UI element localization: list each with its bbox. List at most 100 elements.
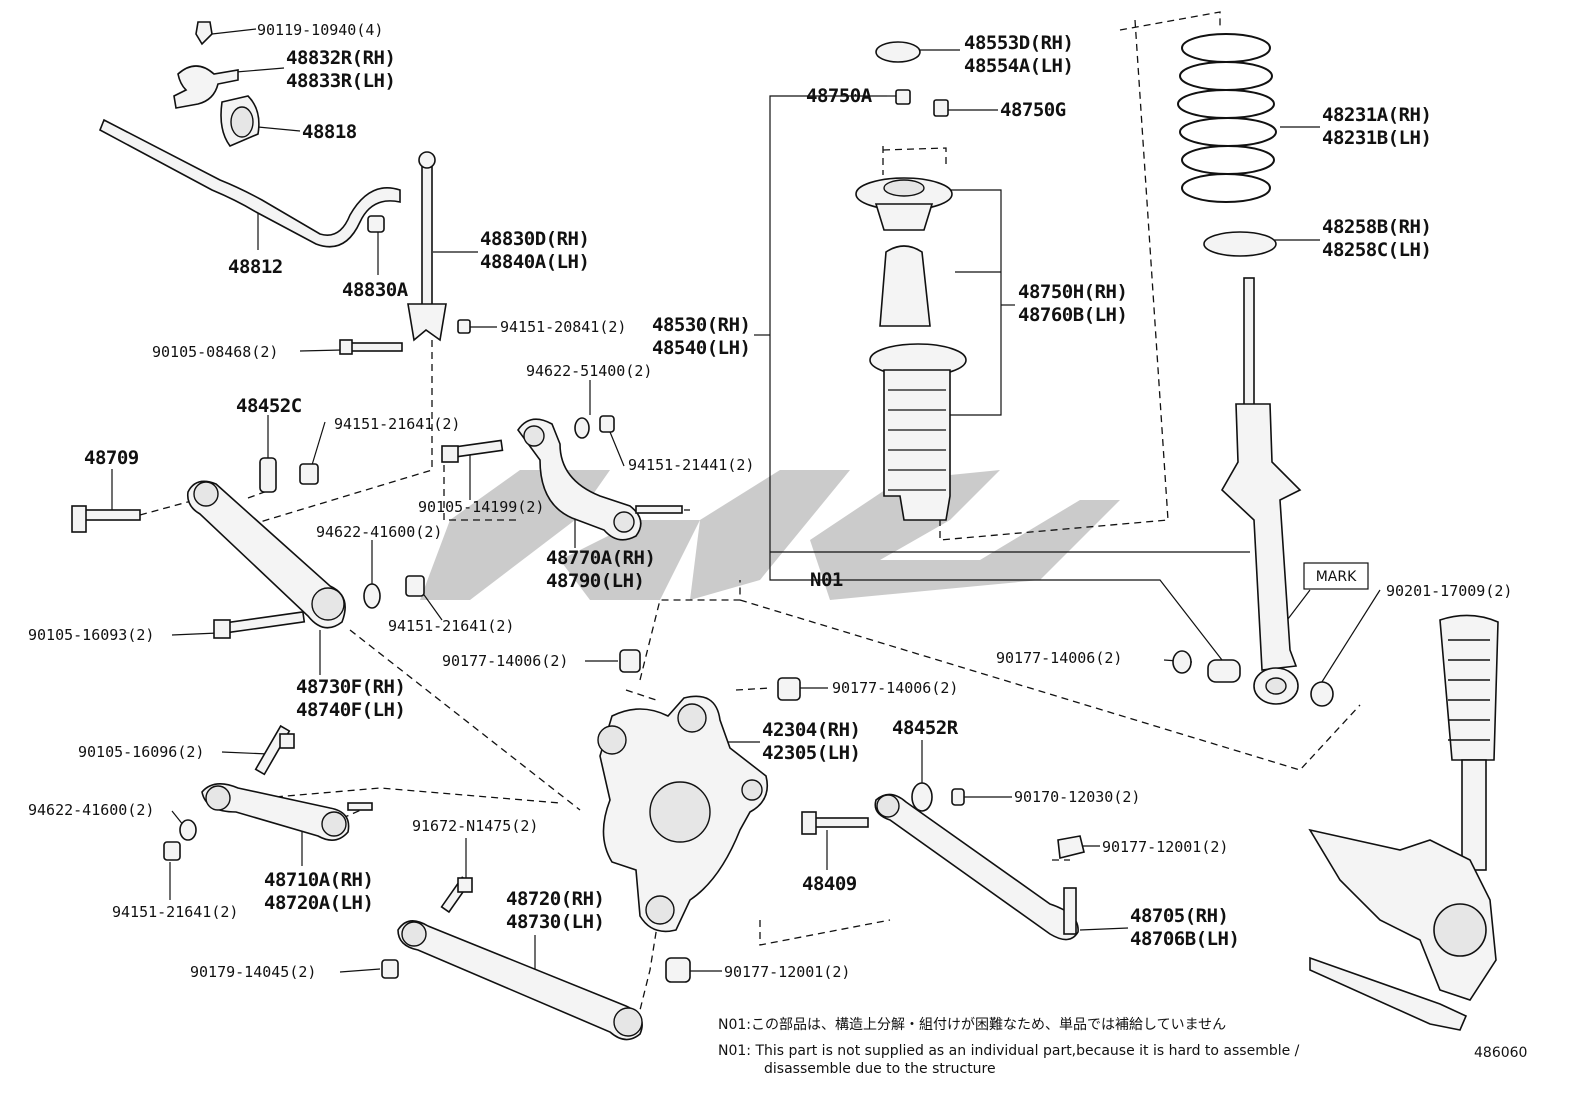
stabilizer-bracket <box>173 65 239 109</box>
label-48818: 48818 <box>302 121 357 143</box>
label-48830a: 48830A <box>342 279 409 301</box>
nut-94151-21641-c <box>163 841 181 861</box>
label-48730f: 48730F(RH) <box>296 676 405 698</box>
dust-boot <box>883 369 951 521</box>
label-90177-14006-a: 90177-14006(2) <box>442 652 568 670</box>
label-48760b: 48760B(LH) <box>1018 304 1127 326</box>
label-48258c: 48258C(LH) <box>1322 239 1431 261</box>
nut-90177-14006-a <box>619 649 641 673</box>
label-48452r: 48452R <box>892 717 959 739</box>
label-90177-14006-c: 90177-14006(2) <box>996 649 1122 667</box>
footnotes: N01:この部品は、構造上分解・組付けが困難なため、単品では補給していません N… <box>718 1017 1527 1077</box>
cam-plate-48452r <box>911 782 933 812</box>
label-90119: 90119-10940(4) <box>257 21 383 39</box>
label-48706b: 48706B(LH) <box>1130 928 1239 950</box>
label-94622-51400: 94622-51400(2) <box>526 362 652 380</box>
shock-rod <box>1243 277 1255 409</box>
upper-arm-48770a <box>517 418 642 541</box>
label-90177-12001-a: 90177-12001(2) <box>724 963 850 981</box>
parts <box>71 21 1499 1041</box>
label-48830d: 48830D(RH) <box>480 228 589 250</box>
label-48770a: 48770A(RH) <box>546 547 655 569</box>
label-90201: 90201-17009(2) <box>1386 582 1512 600</box>
label-48812: 48812 <box>228 256 283 278</box>
label-94151-20841: 94151-20841(2) <box>500 318 626 336</box>
svg-text:MARK: MARK <box>1316 569 1357 585</box>
part-labels: 90119-10940(4) 48832R(RH) 48833R(LH) 488… <box>28 21 1512 981</box>
stabilizer-link <box>421 159 433 311</box>
label-48231a: 48231A(RH) <box>1322 104 1431 126</box>
cam-plate-48452c <box>259 457 277 493</box>
stabilizer-bar <box>98 118 401 248</box>
spring-seat-48258b <box>1203 231 1277 257</box>
label-48750g: 48750G <box>1000 99 1066 121</box>
nut-90177-12001-a <box>665 957 691 983</box>
label-90179: 90179-14045(2) <box>190 963 316 981</box>
nut-94151-20841 <box>457 319 471 334</box>
bushing-n01 <box>1207 659 1241 683</box>
nut-94151-21641-b <box>405 575 425 597</box>
label-94622-41600-b: 94622-41600(2) <box>28 801 154 819</box>
label-48705: 48705(RH) <box>1130 905 1228 927</box>
label-48730: 48730(LH) <box>506 911 604 933</box>
clip-48830a <box>367 215 385 233</box>
label-90105-14199: 90105-14199(2) <box>418 498 544 516</box>
label-48452c: 48452C <box>236 395 302 417</box>
label-90170: 90170-12030(2) <box>1014 788 1140 806</box>
nut-48750a <box>895 89 911 105</box>
nut-90177-12001-b <box>1057 835 1085 859</box>
bolt-90119 <box>195 21 213 46</box>
nut-94151-21641-a <box>299 463 319 485</box>
nut-90179-14045 <box>381 959 399 979</box>
arm-48710a <box>201 783 350 841</box>
label-48540: 48540(LH) <box>652 337 750 359</box>
washer-94622-41600-a <box>363 583 381 609</box>
nut-90170-12030 <box>951 788 965 806</box>
label-90105-08468: 90105-08468(2) <box>152 343 278 361</box>
coil-spring <box>1177 33 1277 203</box>
label-90105-16096: 90105-16096(2) <box>78 743 204 761</box>
label-90177-12001-b: 90177-12001(2) <box>1102 838 1228 856</box>
assembly-dashed-lines <box>139 11 1361 1011</box>
assembled-view <box>1308 614 1499 1031</box>
label-48709: 48709 <box>84 447 139 469</box>
label-48833r: 48833R(LH) <box>286 70 395 92</box>
label-94151-21641-c: 94151-21641(2) <box>112 903 238 921</box>
label-94622-41600-a: 94622-41600(2) <box>316 523 442 541</box>
label-48740f: 48740F(LH) <box>296 699 405 721</box>
washer-94622-51400 <box>574 417 590 439</box>
nut-94151-21441 <box>599 415 615 433</box>
note-jp: N01:この部品は、構造上分解・組付けが困難なため、単品では補給していません <box>718 1017 1226 1033</box>
label-94151-21441: 94151-21441(2) <box>628 456 754 474</box>
note-en-line1: N01: This part is not supplied as an ind… <box>718 1043 1300 1059</box>
label-48409: 48409 <box>802 873 857 895</box>
diagram-id: 486060 <box>1474 1045 1527 1061</box>
label-48720a: 48720A(LH) <box>264 892 373 914</box>
label-48832r: 48832R(RH) <box>286 47 395 69</box>
label-48231b: 48231B(LH) <box>1322 127 1431 149</box>
label-48530: 48530(RH) <box>652 314 750 336</box>
label-94151-21641-b: 94151-21641(2) <box>388 617 514 635</box>
label-90177-14006-b: 90177-14006(2) <box>832 679 958 697</box>
label-90105-16093: 90105-16093(2) <box>28 626 154 644</box>
label-48750a: 48750A <box>806 85 873 107</box>
mark-callout: MARK <box>1303 562 1369 590</box>
nut-48750g <box>933 99 949 117</box>
note-en-line2: disassemble due to the structure <box>764 1061 996 1077</box>
bump-stop <box>879 245 931 327</box>
nut-90177-14006-b <box>777 677 801 701</box>
label-42304: 42304(RH) <box>762 719 860 741</box>
lower-arm-48720 <box>397 920 643 1041</box>
nut-90177-14006-c <box>1172 650 1192 674</box>
cam-bolt-48409 <box>809 817 869 828</box>
label-91672: 91672-N1475(2) <box>412 817 538 835</box>
label-48554a: 48554A(LH) <box>964 55 1073 77</box>
label-48750h: 48750H(RH) <box>1018 281 1127 303</box>
shock-absorber <box>1220 403 1302 671</box>
label-48710a: 48710A(RH) <box>264 869 373 891</box>
label-48840a: 48840A(LH) <box>480 251 589 273</box>
label-48790: 48790(LH) <box>546 570 644 592</box>
label-48258b: 48258B(RH) <box>1322 216 1431 238</box>
toe-arm-48705 <box>874 793 1079 941</box>
